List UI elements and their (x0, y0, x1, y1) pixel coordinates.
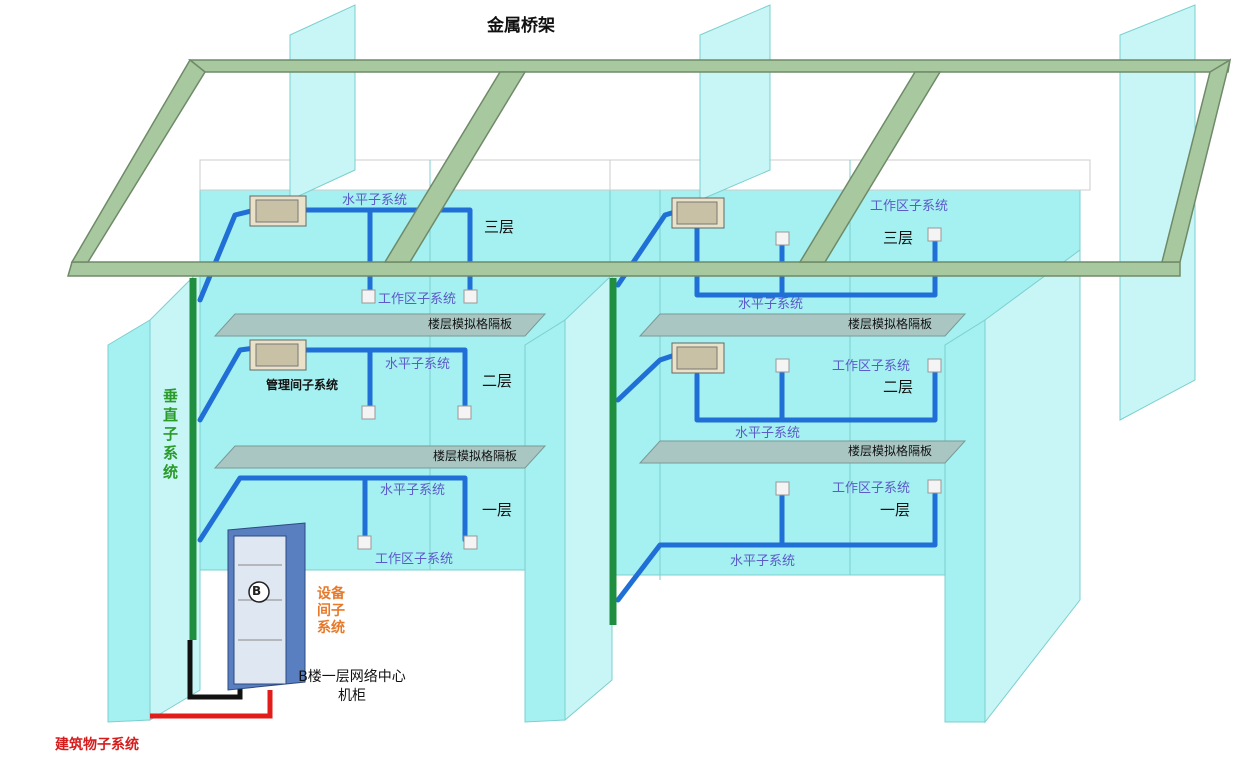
floor-label-r2: 二层 (883, 378, 914, 396)
equipment-subsystem-label: 设备间子系统 (317, 586, 345, 636)
partition-label-r2: 楼层模拟格隔板 (848, 317, 933, 331)
building-subsystem-label: 建筑物子系统 (55, 737, 139, 753)
horizontal-label-l1: 水平子系统 (380, 483, 446, 498)
partition-label-l1: 楼层模拟格隔板 (433, 449, 518, 463)
horizontal-label-l2: 水平子系统 (385, 357, 451, 372)
floor-label-l2: 二层 (482, 372, 513, 390)
floor-label-l3: 三层 (484, 218, 515, 236)
center-cabinet-label: B楼一层网络中心机柜 (298, 669, 406, 704)
work-area-label-r2: 工作区子系统 (832, 359, 911, 374)
horizontal-label-r3: 水平子系统 (738, 297, 804, 312)
network-cabinet-icon (227, 522, 306, 691)
floor-label-r3: 三层 (883, 229, 914, 247)
vertical-subsystem-label: 垂直子系统 (161, 388, 179, 483)
work-area-label-r1: 工作区子系统 (832, 481, 911, 496)
building-cables (150, 640, 273, 719)
diagram-title: 金属桥架 (487, 16, 555, 36)
horizontal-label-r1: 水平子系统 (730, 554, 796, 569)
vertical-cables (189, 278, 617, 640)
work-area-label-l1: 工作区子系统 (375, 552, 454, 567)
partition-label-l2: 楼层模拟格隔板 (428, 317, 513, 331)
floor-label-r1: 一层 (880, 501, 911, 519)
metal-cable-tray (67, 58, 1232, 277)
work-area-label-l3: 工作区子系统 (378, 292, 457, 307)
horizontal-label-l3: 水平子系统 (342, 193, 408, 208)
floor-partitions (213, 313, 967, 469)
partition-label-r1: 楼层模拟格隔板 (848, 444, 933, 458)
info-outlet-icon (357, 227, 942, 550)
management-label: 管理间子系统 (266, 378, 339, 392)
horizontal-label-r2: 水平子系统 (735, 426, 801, 441)
floor-label-l1: 一层 (482, 501, 513, 519)
cabinet-badge: B (252, 584, 262, 598)
wall-cabinet-icon (249, 195, 725, 374)
work-area-label-r3: 工作区子系统 (870, 199, 949, 214)
